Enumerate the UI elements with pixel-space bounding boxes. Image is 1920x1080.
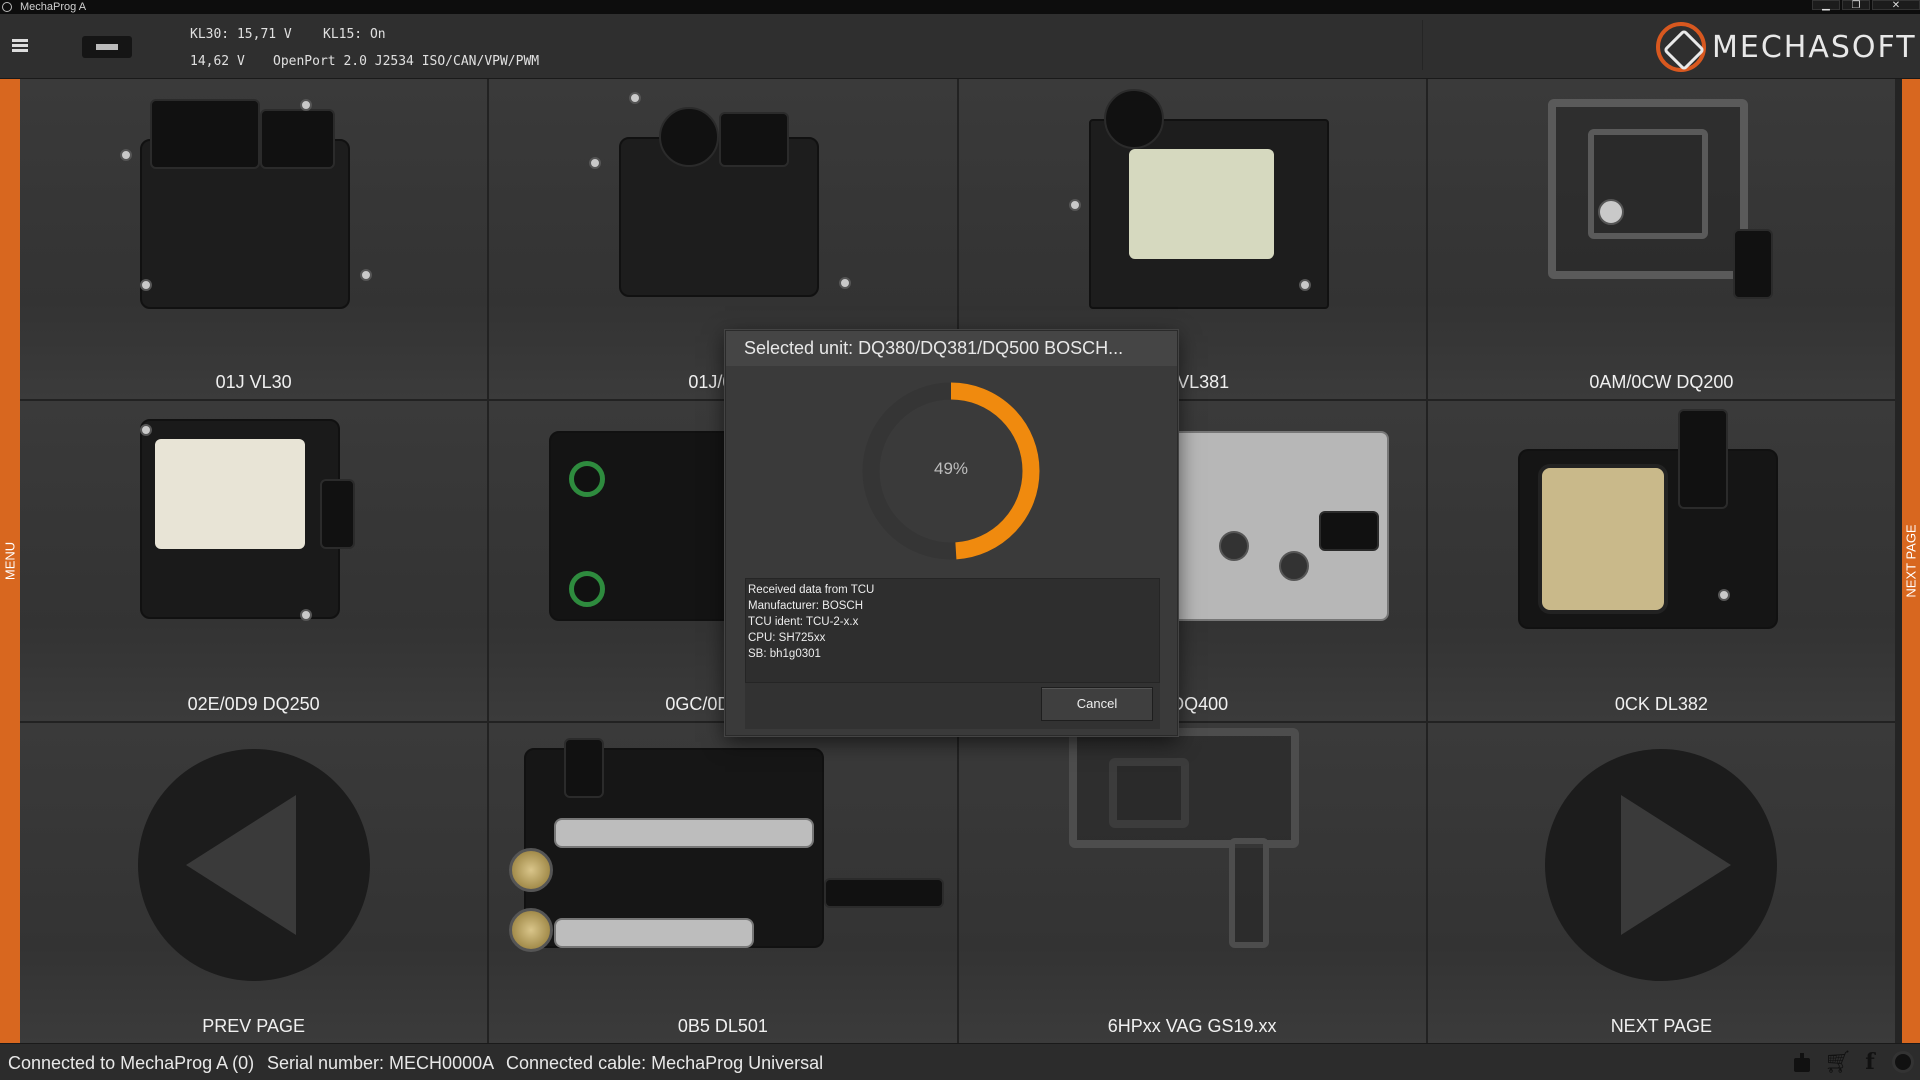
window-title: MechaProg A [20,1,87,13]
window-titlebar: MechaProg A ▁ ❐ ✕ [0,0,1920,14]
header-divider [1422,20,1423,70]
tcu-image [1517,409,1798,634]
kl30-voltage: KL30: 15,71 V [190,27,292,42]
progress-dialog: Selected unit: DQ380/DQ381/DQ500 BOSCH..… [725,330,1178,736]
next-page-side-tab[interactable]: NEXT PAGE [1902,79,1920,1043]
unit-tile-dl501[interactable]: 0B5 DL501 [489,723,957,1043]
log-output: Received data from TCU Manufacturer: BOS… [745,578,1160,683]
tile-label: 0B5 DL501 [677,1016,768,1036]
maximize-button[interactable]: ❐ [1842,0,1870,11]
unit-tile-dq200[interactable]: 0AM/0CW DQ200 [1427,79,1895,399]
power-icon[interactable] [1892,1051,1914,1073]
tile-label: 6HPxx VAG GS19.xx [1107,1016,1277,1036]
minimize-button[interactable]: ▁ [1812,0,1840,11]
log-line: TCU ident: TCU-2-x.x [748,616,859,628]
menu-side-tab[interactable]: MENU [0,79,20,1043]
cart-icon[interactable]: 🛒︎ [1824,1049,1852,1074]
adapter-info: OpenPort 2.0 J2534 ISO/CAN/VPW/PWM [273,54,540,69]
tcu-image [120,409,380,634]
cable-icon [82,36,132,58]
tile-label: PREV PAGE [202,1016,305,1036]
next-page-icon [1545,749,1778,981]
status-bar: Connected to MechaProg A (0) Serial numb… [0,1043,1920,1080]
connection-status: Connected to MechaProg A (0) [8,1053,255,1073]
tcu-image [1158,421,1409,631]
logo-text: MECHASOFT [1712,29,1917,65]
log-line: Manufacturer: BOSCH [748,600,864,612]
facebook-icon[interactable]: f [1865,1049,1875,1075]
progress-percent: 49% [933,459,969,478]
menu-label: MENU [2,541,18,581]
connected-cable: Connected cable: MechaProg Universal [506,1053,824,1073]
log-line: CPU: SH725xx [748,632,826,644]
tile-label: 01J VL30 [215,372,292,392]
serial-number: Serial number: MECH0000A [267,1053,495,1073]
mechasoft-logo: MECHASOFT [1656,22,1917,72]
tile-label: 0AM/0CW DQ200 [1589,372,1734,392]
tcu-image [1059,89,1339,314]
tile-label: 02E/0D9 DQ250 [187,694,320,714]
tile-label: NEXT PAGE [1610,1016,1713,1036]
app-icon [2,2,12,12]
unit-tile-6hpxx[interactable]: 6HPxx VAG GS19.xx [958,723,1426,1043]
log-line: Received data from TCU [748,584,875,596]
unit-tile-dq250[interactable]: 02E/0D9 DQ250 [20,401,488,721]
prev-page-icon [137,749,370,981]
status-icons: 🛒︎ f [1790,1050,1914,1074]
dialog-title: Selected unit: DQ380/DQ381/DQ500 BOSCH..… [726,331,1177,366]
next-page-tile[interactable]: NEXT PAGE [1427,723,1895,1043]
unit-tile-dl382[interactable]: 0CK DL382 [1427,401,1895,721]
tcu-image [1068,728,1319,958]
unit-tile-01j-vl30[interactable]: 01J VL30 [20,79,488,399]
next-page-side-label: NEXT PAGE [1903,524,1919,598]
tcu-image [494,728,954,958]
progress-ring-arc [862,382,1040,560]
tcu-image [120,89,390,309]
progress-ring-svg [862,382,1040,560]
logo-icon [1656,22,1706,72]
robot-icon[interactable] [1790,1050,1814,1074]
scrollbar-track[interactable] [1895,79,1902,1043]
tcu-image [589,87,869,312]
kl15-status: KL15: On [323,27,386,42]
cancel-button[interactable]: Cancel [1041,687,1153,721]
progress-ring: 49% [861,381,1041,561]
window-controls: ▁ ❐ ✕ [1810,0,1920,14]
close-button[interactable]: ✕ [1872,0,1920,11]
tile-label: 0CK DL382 [1614,694,1708,714]
prev-page-tile[interactable]: PREV PAGE [20,723,488,1043]
app-header: KL30: 15,71 V KL15: On 14,62 V OpenPort … [0,14,1920,79]
hamburger-menu-icon[interactable] [12,39,28,53]
tcu-image [1528,89,1798,314]
log-line: SB: bh1g0301 [748,648,821,660]
battery-voltage: 14,62 V [190,54,245,69]
